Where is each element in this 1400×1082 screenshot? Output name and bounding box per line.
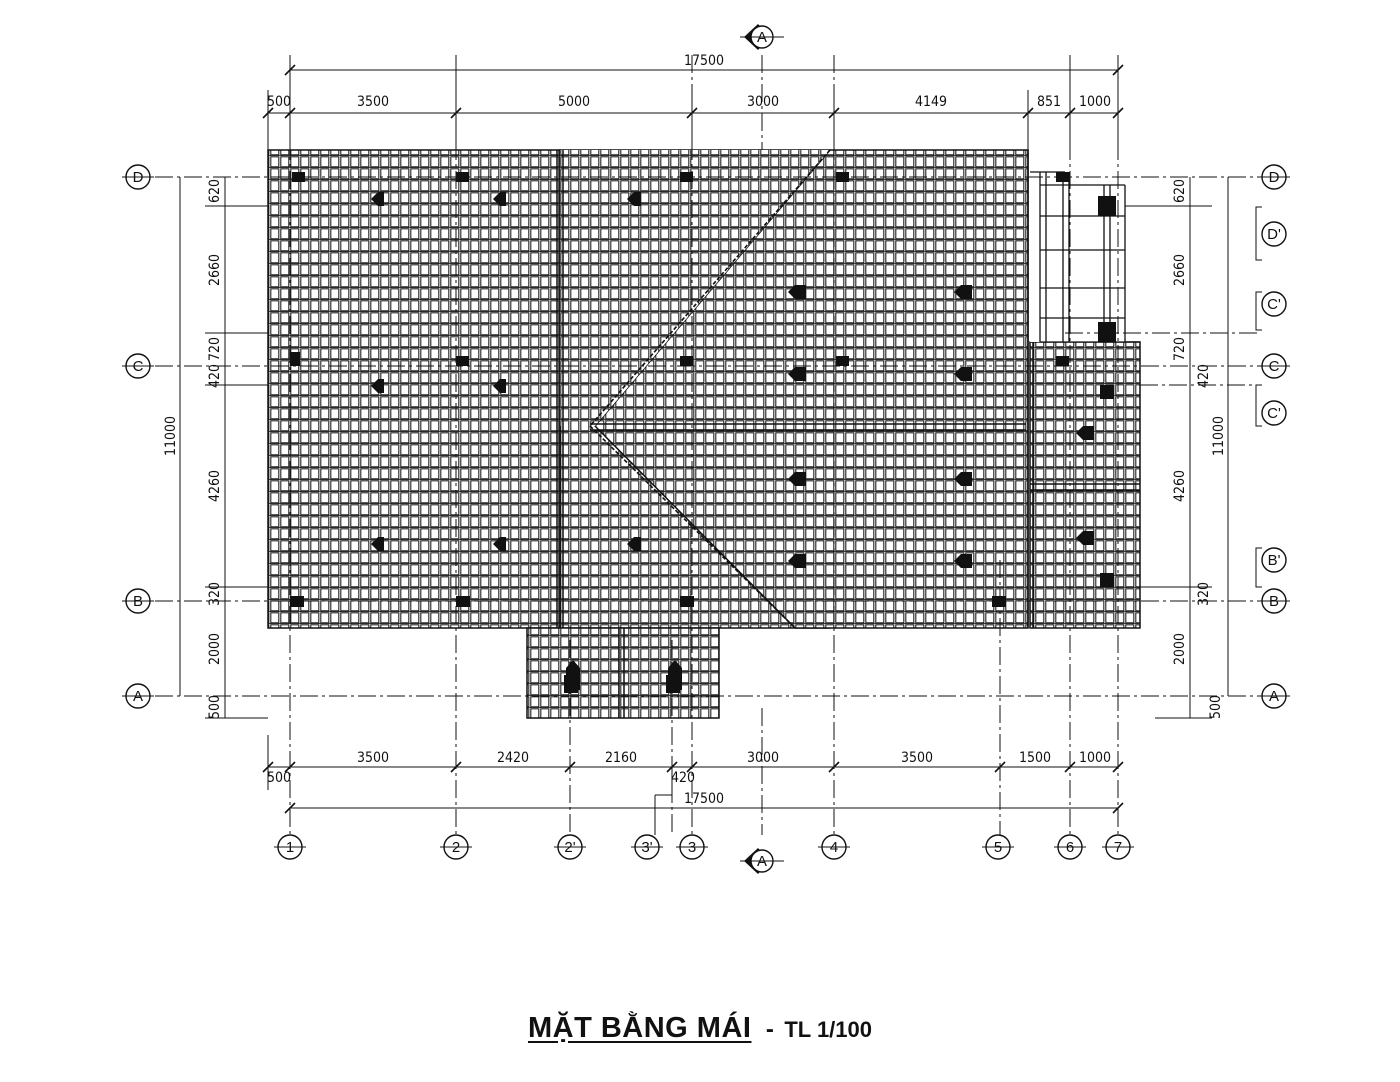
dim-top-2: 5000 [558, 94, 590, 110]
grid-labels: 1 2 2' 3' 3 4 5 6 7 D C B A D D' C' C C'… [133, 29, 1281, 870]
dim-right-6: 2000 [1172, 633, 1188, 665]
dim-top-0: 500 [267, 94, 291, 110]
dim-right-4: 4260 [1172, 470, 1188, 502]
roof-surfaces [267, 149, 1141, 719]
drawing-scale: TL 1/100 [784, 1017, 873, 1042]
section-marker-bottom [740, 848, 784, 874]
dim-bottom-total: 17500 [684, 791, 724, 807]
section-label-bottom: A [757, 853, 767, 870]
row-label-Dp-right: D' [1267, 226, 1281, 243]
section-marker-top [740, 24, 784, 50]
dim-bottom-3: 2160 [605, 750, 637, 766]
dim-bottom-8: 1000 [1079, 750, 1111, 766]
dimension-labels: 17500 500 3500 5000 3000 4149 851 1000 5… [163, 53, 1227, 807]
row-label-D-left: D [133, 169, 144, 186]
row-label-C-left: C [133, 358, 144, 375]
roof-right-wing [1029, 341, 1141, 629]
dim-right-7: 500 [1208, 695, 1224, 719]
col-label-5: 5 [994, 839, 1002, 856]
drawing-title-block: MẶT BẰNG MÁI - TL 1/100 [0, 1012, 1400, 1045]
title-separator: - [765, 1016, 774, 1043]
roof-plan-drawing: 1 2 2' 3' 3 4 5 6 7 D C B A D D' C' C C'… [122, 24, 1290, 874]
dim-bottom-4: 420 [671, 770, 695, 786]
slope-arrows [371, 192, 1094, 690]
grid-bubble-row-Cp-right [1261, 291, 1287, 317]
roof-main-left [267, 149, 561, 629]
dim-right-total: 11000 [1211, 416, 1227, 456]
row-label-B-right: B [1269, 593, 1279, 610]
dim-left-6: 2000 [207, 633, 223, 665]
row-label-Cp2-right: C' [1267, 405, 1281, 422]
roof-hip-right [593, 149, 1029, 629]
dim-right-2: 720 [1172, 337, 1188, 361]
grid-bubble-row-Dp-right [1261, 221, 1287, 247]
row-label-Bp-right: B' [1268, 552, 1281, 569]
col-label-3: 3 [688, 839, 696, 856]
dim-left-4: 4260 [207, 470, 223, 502]
drawing-title: MẶT BẰNG MÁI [527, 1012, 752, 1044]
dim-right-3: 420 [1196, 364, 1212, 388]
dim-top-total: 17500 [684, 53, 724, 69]
dim-left-1: 2660 [207, 254, 223, 286]
dim-bottom-6: 3500 [901, 750, 933, 766]
col-label-3p: 3' [641, 839, 652, 856]
dim-bottom-7: 1500 [1019, 750, 1051, 766]
row-label-B-left: B [133, 593, 143, 610]
dim-right-0: 620 [1172, 179, 1188, 203]
dim-right-1: 2660 [1172, 254, 1188, 286]
col-label-4: 4 [830, 839, 838, 856]
dim-bottom-0: 500 [267, 770, 291, 786]
dimension-ticks [262, 64, 1124, 814]
hip-line-upper [589, 149, 831, 427]
col-label-1: 1 [286, 839, 294, 856]
dim-top-3: 3000 [747, 94, 779, 110]
grid-bubble-row-Cp2-right [1261, 400, 1287, 426]
dim-left-3: 420 [207, 364, 223, 388]
row-label-Cp-right: C' [1267, 296, 1281, 313]
dimension-lines [179, 55, 1229, 835]
dim-bottom-2: 2420 [497, 750, 529, 766]
col-label-2p: 2' [564, 839, 575, 856]
section-label-top: A [757, 29, 767, 46]
roof-porch [526, 627, 720, 719]
col-label-7: 7 [1114, 839, 1122, 856]
row-label-D-right: D [1269, 169, 1280, 186]
dim-bottom-1: 3500 [357, 750, 389, 766]
dim-left-5: 320 [207, 582, 223, 606]
pergola [1030, 171, 1140, 343]
dim-top-6: 1000 [1079, 94, 1111, 110]
row-label-A-right: A [1269, 688, 1279, 705]
dim-left-total: 11000 [163, 416, 179, 456]
roof-hip-triangle [560, 150, 830, 426]
col-label-2: 2 [452, 839, 460, 856]
dim-top-1: 3500 [357, 94, 389, 110]
grid-bubble-row-Bp-right [1261, 547, 1287, 573]
bubble-leaders [122, 176, 1290, 848]
dim-left-2: 720 [207, 337, 223, 361]
row-label-A-left: A [133, 688, 143, 705]
roof-ridges [556, 149, 1140, 718]
row-label-C-right: C [1269, 358, 1280, 375]
dim-bottom-5: 3000 [747, 750, 779, 766]
dim-right-5: 320 [1196, 582, 1212, 606]
dim-left-7: 500 [207, 695, 223, 719]
dim-left-0: 620 [207, 179, 223, 203]
dim-top-5: 851 [1037, 94, 1061, 110]
col-label-6: 6 [1066, 839, 1074, 856]
dim-top-4: 4149 [915, 94, 947, 110]
